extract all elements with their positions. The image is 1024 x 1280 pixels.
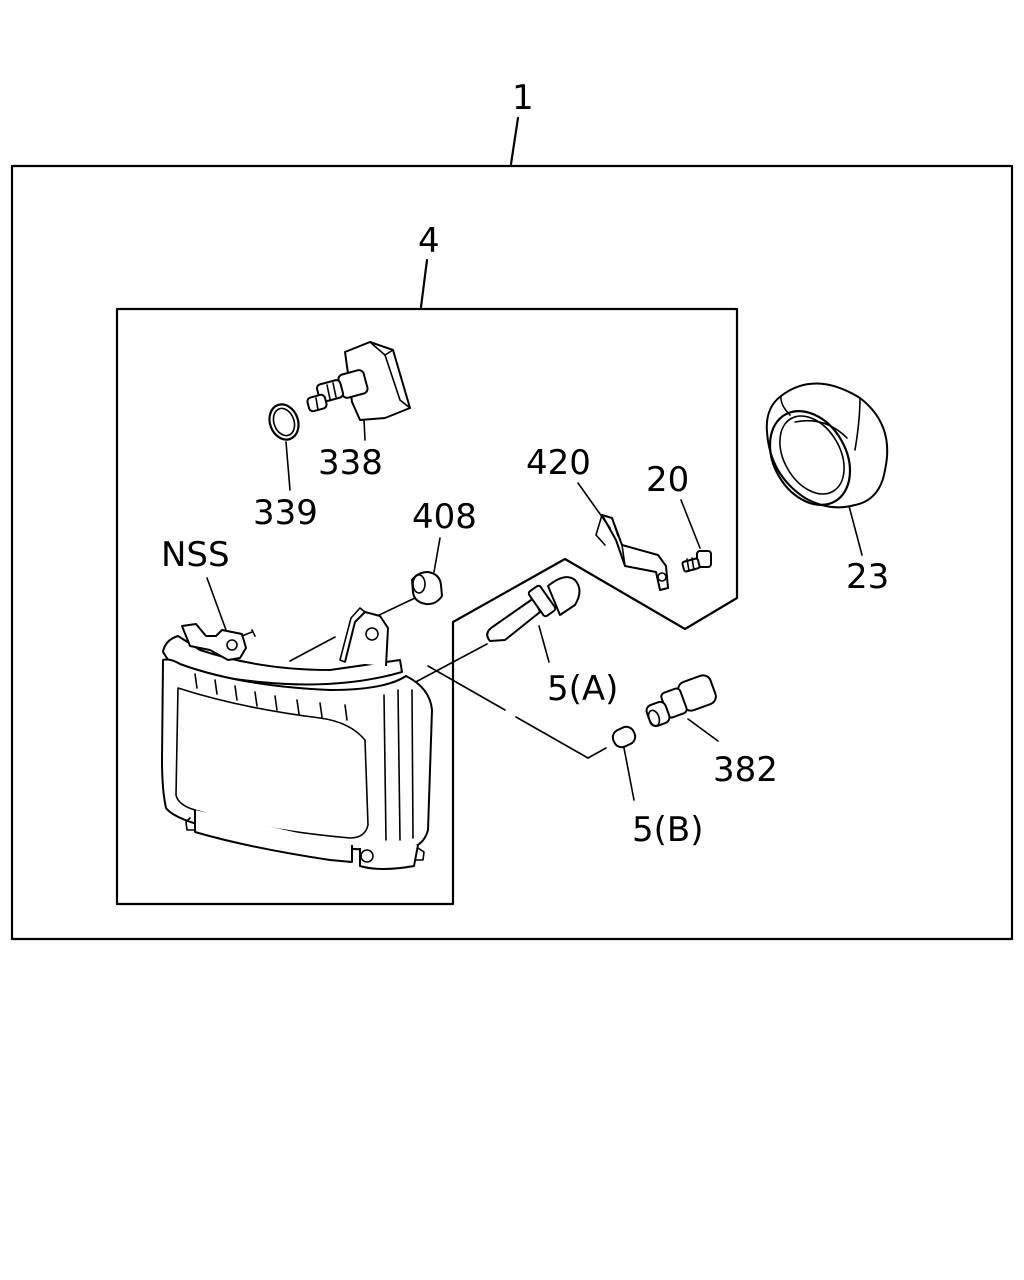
assembly-frame	[10, 164, 1014, 941]
callout-nss: NSS	[161, 535, 230, 575]
headlamp-part	[161, 607, 433, 870]
assembly-line-bulb-b1	[427, 665, 506, 711]
callout-bulb-b: 5(B)	[632, 810, 704, 850]
assembly-line-bulb-b3	[587, 747, 607, 759]
callout-holder: 382	[713, 750, 778, 790]
callout-screw: 20	[646, 460, 689, 500]
callout-assembly: 1	[512, 78, 534, 118]
screw-part	[681, 550, 712, 573]
housing-outline	[115, 307, 739, 906]
bracket-part	[595, 514, 669, 591]
socket-part	[306, 341, 411, 421]
o-ring-leader	[285, 441, 291, 491]
bezel-ring-leader	[848, 505, 863, 556]
nss-leader	[206, 577, 227, 631]
assembly-line-a	[289, 636, 336, 662]
callout-bezel-ring: 23	[846, 557, 889, 597]
callout-bulb-a: 5(A)	[547, 669, 618, 709]
assembly-leader	[509, 116, 520, 166]
bezel-ring-part	[765, 382, 889, 509]
callout-grommet: 408	[412, 497, 477, 537]
callout-socket: 338	[318, 443, 383, 483]
bracket-leader	[577, 482, 611, 529]
housing-leader	[419, 258, 429, 309]
holder-leader	[687, 718, 719, 742]
assembly-line-grommet	[376, 597, 416, 617]
holder-part	[645, 674, 717, 728]
o-ring-part	[268, 403, 300, 441]
callout-housing: 4	[418, 221, 440, 261]
socket-leader	[363, 419, 366, 441]
grommet-part	[411, 571, 443, 606]
bulb-a-part	[486, 576, 581, 642]
callout-bracket: 420	[526, 443, 591, 483]
callout-o-ring: 339	[253, 493, 318, 533]
assembly-line-bulb-b2	[515, 716, 589, 759]
bulb-a-leader	[538, 625, 550, 663]
bulb-b-part	[611, 725, 637, 749]
grommet-leader	[433, 537, 441, 573]
assembly-line-bulb	[409, 643, 488, 686]
bulb-b-leader	[623, 747, 635, 801]
screw-leader	[680, 499, 701, 549]
